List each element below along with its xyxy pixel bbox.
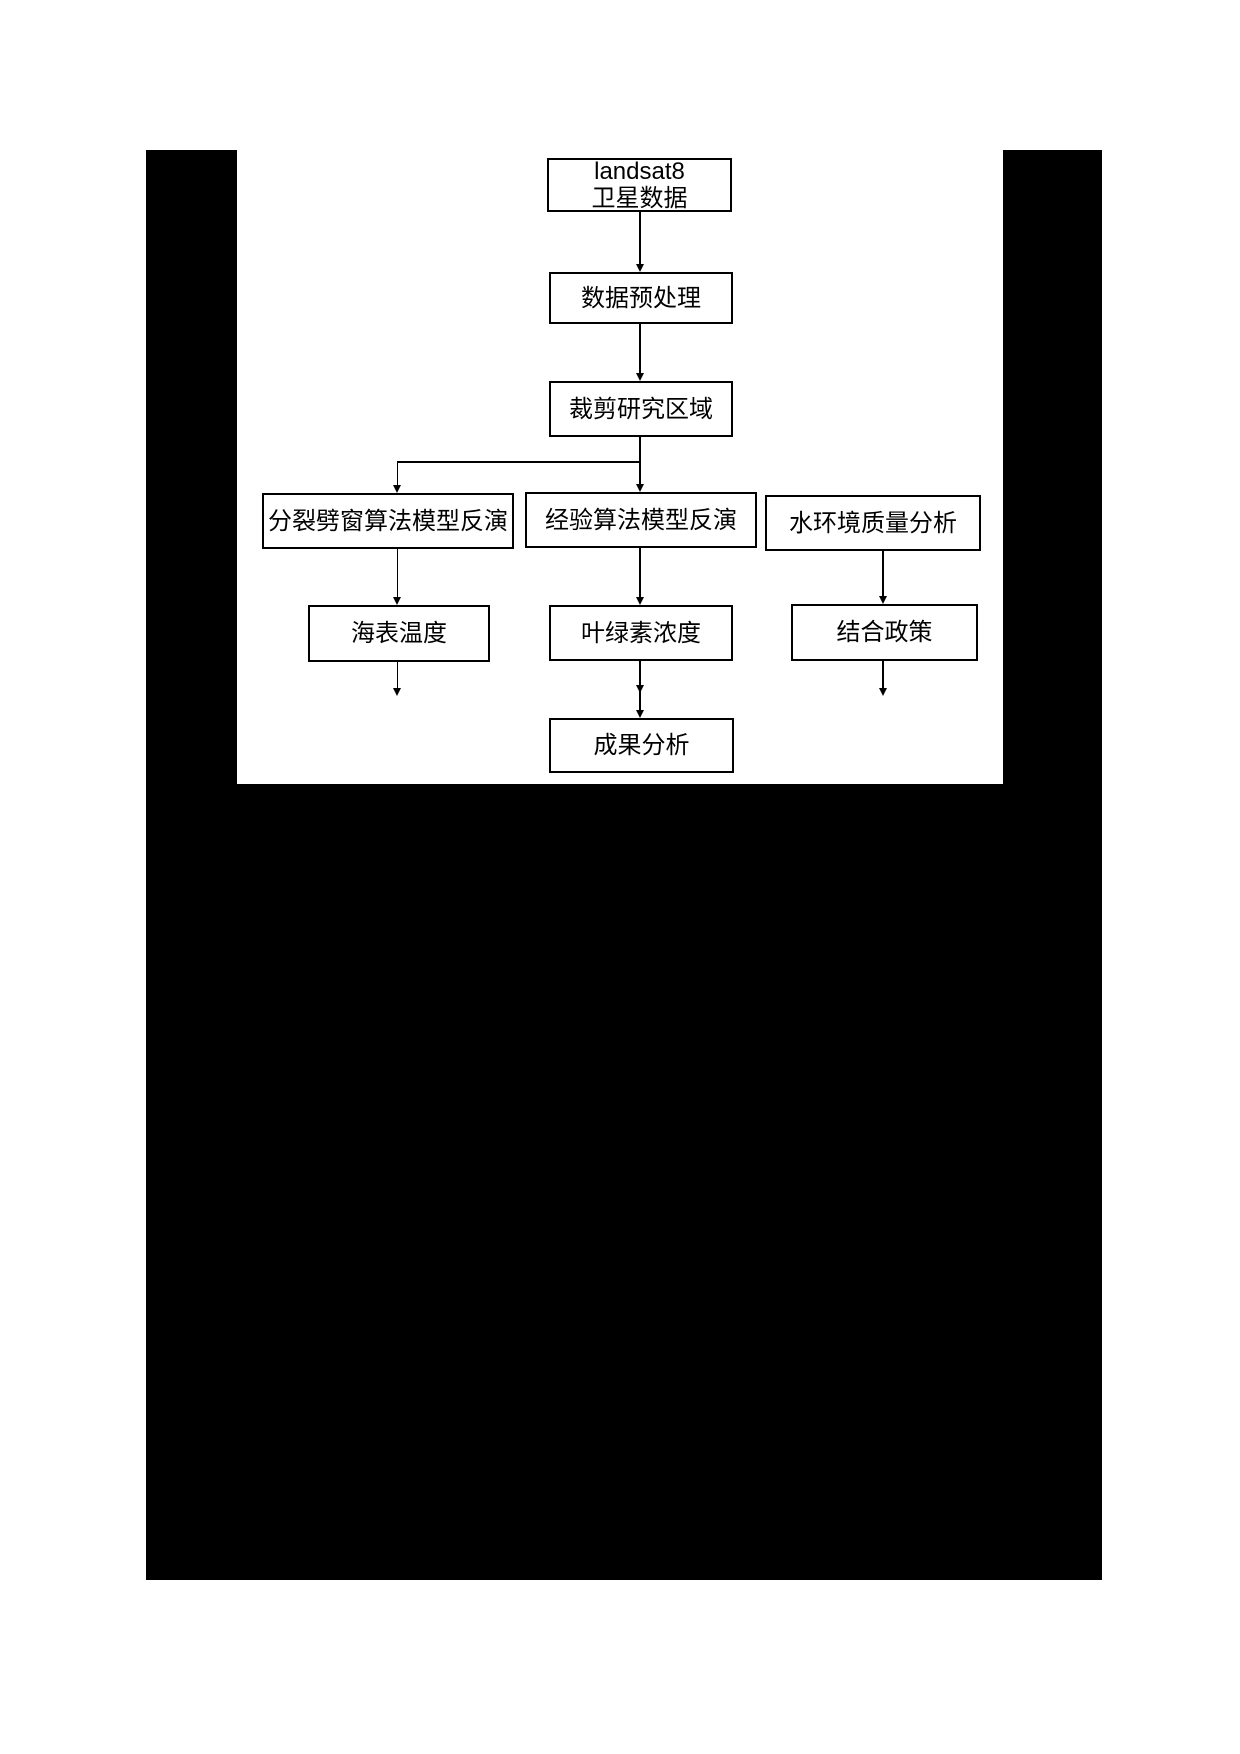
edge-line [396, 461, 641, 463]
flowchart-node-sea-surface-temperature: 海表温度 [308, 605, 490, 662]
edge-line [639, 324, 641, 374]
flowchart-node-empirical-inversion: 经验算法模型反演 [525, 492, 757, 548]
flowchart-node-crop-study-area: 裁剪研究区域 [549, 381, 733, 437]
arrowhead-icon [392, 597, 401, 605]
arrowhead-icon [635, 685, 644, 693]
flowchart-node-results-analysis: 成果分析 [549, 718, 734, 773]
arrowhead-icon [635, 373, 644, 381]
arrowhead-icon [635, 597, 644, 605]
edge-line [639, 548, 641, 598]
edge-line [639, 437, 641, 463]
arrowhead-icon [635, 484, 644, 492]
arrowhead-icon [635, 710, 644, 718]
edge-line [639, 212, 641, 265]
edge-line [639, 461, 641, 485]
arrowhead-icon [878, 688, 887, 696]
edge-line [396, 662, 398, 689]
flowchart-node-policy-integration: 结合政策 [791, 604, 978, 661]
flowchart-node-data-preprocessing: 数据预处理 [549, 272, 733, 324]
edge-line [882, 551, 884, 597]
arrowhead-icon [635, 264, 644, 272]
flowchart-node-chlorophyll-concentration: 叶绿素浓度 [549, 605, 733, 661]
edge-line [882, 661, 884, 689]
flowchart-node-satellite-data: landsat8 卫星数据 [547, 158, 732, 212]
arrowhead-icon [878, 596, 887, 604]
arrowhead-icon [392, 485, 401, 493]
flowchart-node-split-window-inversion: 分裂劈窗算法模型反演 [262, 493, 514, 549]
edge-line [396, 461, 398, 486]
edge-line [396, 549, 398, 598]
arrowhead-icon [392, 688, 401, 696]
flowchart-panel: landsat8 卫星数据 数据预处理 裁剪研究区域 分裂劈窗算法模型反演 经验… [237, 150, 1003, 784]
flowchart-node-water-quality-analysis: 水环境质量分析 [765, 495, 981, 551]
